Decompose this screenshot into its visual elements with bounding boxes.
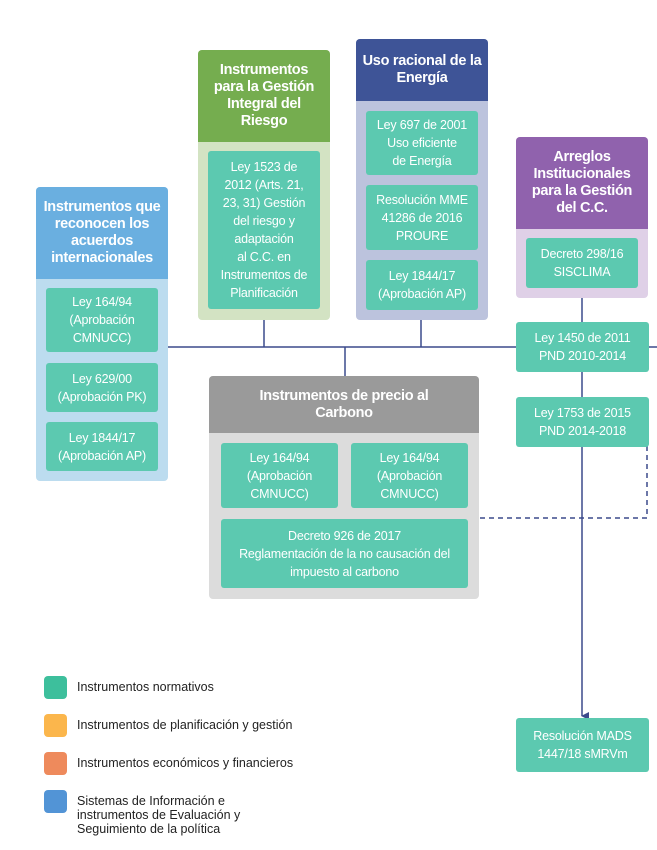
- node-ley-164-94-b[interactable]: Ley 164/94 (Aprobación CMNUCC): [351, 443, 468, 508]
- node-resolucion-mme-41286[interactable]: Resolución MME 41286 de 2016 PROURE: [366, 185, 478, 250]
- legend-item-economicos: Instrumentos económicos y financieros: [44, 752, 293, 775]
- legend-label: Sistemas de Información e instrumentos d…: [77, 794, 241, 836]
- legend-item-sistemas-informacion: Sistemas de Información e instrumentos d…: [44, 790, 240, 836]
- legend-label: Instrumentos de planificación y gestión: [77, 718, 293, 732]
- group-acuerdos-internacionales: Instrumentos que reconocen los acuerdos …: [36, 187, 168, 481]
- legend-swatch: [44, 790, 67, 813]
- legend-label: Instrumentos económicos y financieros: [77, 756, 294, 770]
- legend-swatch: [44, 676, 67, 699]
- node-ley-1844-17[interactable]: Ley 1844/17 (Aprobación AP): [366, 260, 478, 310]
- group-title: Instrumentos que reconocen los acuerdos …: [36, 187, 168, 279]
- group-title: Arreglos Institucionales para la Gestión…: [516, 137, 648, 229]
- group-uso-racional-energia: Uso racional de la Energía Ley 697 de 20…: [356, 39, 488, 320]
- node-resolucion-mads-1447-18[interactable]: Resolución MADS 1447/18 sMRVm: [516, 718, 649, 772]
- node-decreto-926-2017[interactable]: Decreto 926 de 2017 Reglamentación de la…: [221, 519, 468, 588]
- legend-item-normativos: Instrumentos normativos: [44, 676, 214, 699]
- node-ley-1450-2011[interactable]: Ley 1450 de 2011 PND 2010-2014: [516, 322, 649, 372]
- dashed-connector: [480, 415, 648, 519]
- node-ley-1844-17[interactable]: Ley 1844/17 (Aprobación AP): [46, 422, 158, 471]
- group-precio-carbono: Instrumentos de precio al Carbono Ley 16…: [209, 376, 479, 599]
- group-arreglos-institucionales: Arreglos Institucionales para la Gestión…: [516, 137, 648, 298]
- group-title: Uso racional de la Energía: [356, 39, 488, 101]
- legend-swatch: [44, 752, 67, 775]
- legend-item-planificacion: Instrumentos de planificación y gestión: [44, 714, 292, 737]
- node-ley-1523-2012[interactable]: Ley 1523 de 2012 (Arts. 21, 23, 31) Gest…: [208, 151, 320, 309]
- node-ley-697-2001[interactable]: Ley 697 de 2001 Uso eficiente de Energía: [366, 111, 478, 175]
- group-title: Instrumentos de precio al Carbono: [209, 376, 479, 433]
- node-ley-1753-2015[interactable]: Ley 1753 de 2015 PND 2014-2018: [516, 397, 649, 447]
- node-ley-164-94-a[interactable]: Ley 164/94 (Aprobación CMNUCC): [221, 443, 338, 508]
- node-decreto-298-16[interactable]: Decreto 298/16 SISCLIMA: [526, 238, 638, 288]
- node-ley-629-00[interactable]: Ley 629/00 (Aprobación PK): [46, 363, 158, 412]
- legend-label: Instrumentos normativos: [77, 680, 214, 694]
- group-gestion-riesgo: Instrumentos para la Gestión Integral de…: [198, 50, 330, 320]
- node-ley-164-94[interactable]: Ley 164/94 (Aprobación CMNUCC): [46, 288, 158, 352]
- legend-swatch: [44, 714, 67, 737]
- group-title: Instrumentos para la Gestión Integral de…: [198, 50, 330, 142]
